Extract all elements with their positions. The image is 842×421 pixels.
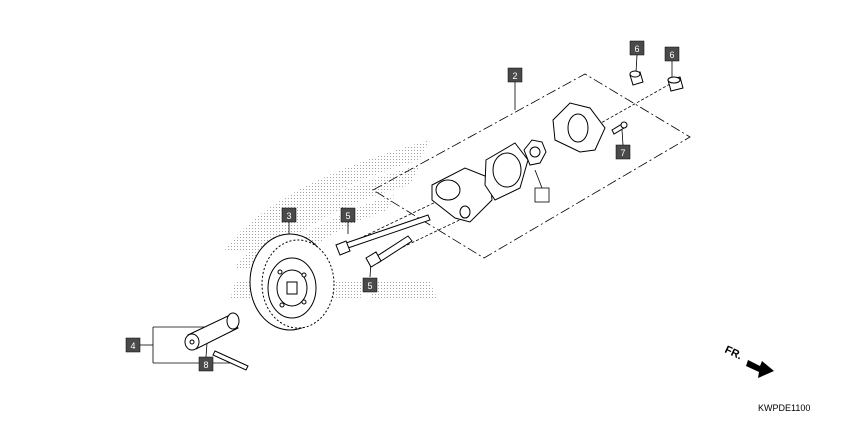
driven-gear — [249, 233, 335, 331]
front-arrow-icon — [746, 360, 774, 378]
bolt-lower — [365, 235, 413, 268]
callout-7: 7 — [615, 144, 631, 160]
dowel-pin-a — [629, 70, 644, 86]
screw — [611, 121, 628, 135]
callout-4: 4 — [125, 337, 141, 353]
callout-6a-label: 6 — [634, 44, 639, 54]
callout-3: 3 — [281, 207, 297, 223]
front-direction-indicator: FR. — [723, 344, 774, 378]
callout-8: 8 — [198, 356, 214, 372]
callout-6a: 6 — [629, 40, 645, 56]
callout-2-label: 2 — [512, 71, 517, 81]
dowel-pin-b — [667, 76, 684, 92]
pump-body — [431, 167, 493, 223]
outer-rotor — [484, 142, 529, 201]
callout-5a: 5 — [340, 207, 356, 223]
front-label: FR. — [723, 344, 744, 362]
callout-rotor — [534, 187, 550, 203]
pin — [212, 350, 249, 371]
callout-6b-label: 6 — [669, 50, 674, 60]
pump-cover — [552, 102, 606, 153]
diagram-code: KWPDE1100 — [758, 403, 810, 413]
shaft — [184, 312, 240, 351]
callout-4-label: 4 — [130, 341, 135, 351]
callout-3-label: 3 — [286, 211, 291, 221]
callout-2: 2 — [507, 67, 523, 83]
leader-lines — [140, 54, 673, 364]
callout-5a-label: 5 — [345, 211, 350, 221]
callout-8-label: 8 — [203, 360, 208, 370]
bolt-upper — [335, 214, 431, 256]
inner-rotor — [523, 139, 547, 166]
callout-6b: 6 — [664, 46, 680, 62]
callout-5b-label: 5 — [367, 281, 372, 291]
callout-7-label: 7 — [620, 148, 625, 158]
callout-5b: 5 — [362, 277, 378, 293]
assembly-outline — [372, 73, 691, 259]
